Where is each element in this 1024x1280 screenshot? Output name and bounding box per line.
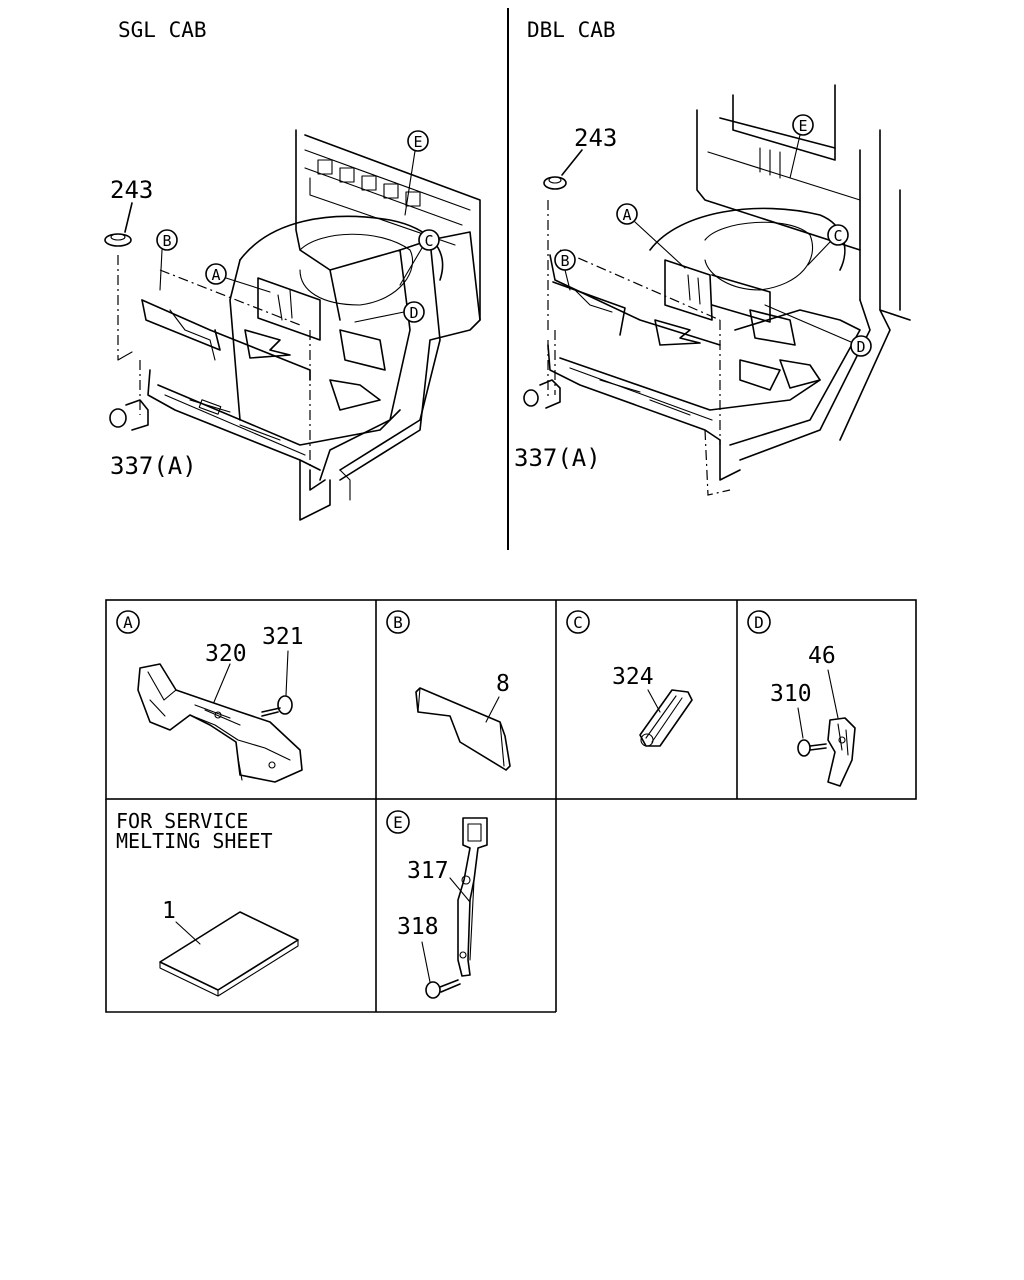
sgl-label-243: 243 [110,176,153,204]
bolt-318 [425,979,461,999]
svg-text:A: A [211,266,220,284]
svg-text:C: C [573,613,583,632]
svg-text:D: D [754,613,764,632]
dbl-cab-title: DBL CAB [527,18,616,42]
detail-panel-a: A 320 321 [116,610,304,783]
svg-text:B: B [162,232,171,250]
dbl-callout-b: B [554,249,576,271]
part-8-label: 8 [496,671,510,697]
svg-text:B: B [560,252,569,270]
part-318-label: 318 [397,914,439,940]
detail-panel-b: B 8 [386,610,511,771]
svg-text:A: A [123,613,133,632]
panel-d-letter: D [747,610,771,634]
svg-text:D: D [409,304,418,322]
service-line-2: MELTING SHEET [116,829,273,853]
part-324-label: 324 [612,664,654,690]
bolt-310 [797,739,827,757]
svg-text:E: E [413,133,422,151]
sgl-callout-d: D [403,301,425,323]
detail-panel-service: FOR SERVICE MELTING SHEET 1 [116,809,299,997]
sgl-cab-title: SGL CAB [118,18,207,42]
melting-sheet-1 [159,911,299,997]
insulator-8 [415,687,511,771]
panel-b-letter: B [386,610,410,634]
dbl-callout-a: A [616,203,638,225]
detail-grid [105,599,917,1013]
detail-panel-c: C 324 [566,610,693,747]
dbl-plug-337a [523,379,561,409]
panel-e-letter: E [386,810,410,834]
sgl-callout-a: A [205,263,227,285]
sgl-callout-c: C [418,229,440,251]
bracket-320 [137,663,303,783]
detail-panel-e: E 317 318 [386,810,488,999]
strap-317 [457,817,488,977]
part-310-label: 310 [770,681,812,707]
svg-text:A: A [622,206,631,224]
dbl-callout-d: D [850,335,872,357]
dbl-grommet-243 [543,176,567,190]
sgl-callout-b: B [156,229,178,251]
sgl-callout-e: E [407,130,429,152]
dbl-label-243: 243 [574,124,617,152]
part-320-label: 320 [205,641,247,667]
detail-panel-d: D 46 310 [747,610,856,787]
svg-text:E: E [798,117,807,135]
part-1-label: 1 [162,898,176,924]
sgl-grommet-243 [104,233,132,247]
dbl-callout-e: E [792,114,814,136]
svg-text:E: E [393,813,403,832]
bracket-46 [827,717,856,787]
part-321-label: 321 [262,624,304,650]
clip-324 [639,689,693,747]
svg-text:D: D [856,338,865,356]
sgl-plug-337a [109,399,149,431]
panel-c-letter: C [566,610,590,634]
svg-text:C: C [833,227,842,245]
dbl-callout-c: C [827,224,849,246]
sgl-cab-view: SGL CAB [104,18,481,521]
part-317-label: 317 [407,858,449,884]
dbl-label-337a: 337(A) [514,444,601,472]
bolt-321 [261,650,293,717]
sgl-label-337a: 337(A) [110,452,197,480]
dbl-cab-floor-drawing [547,84,911,496]
service-line-1: FOR SERVICE [116,809,248,833]
svg-text:C: C [424,232,433,250]
svg-text:B: B [393,613,403,632]
part-46-label: 46 [808,643,836,669]
panel-a-letter: A [116,610,140,634]
dbl-cab-view: DBL CAB [514,18,911,496]
